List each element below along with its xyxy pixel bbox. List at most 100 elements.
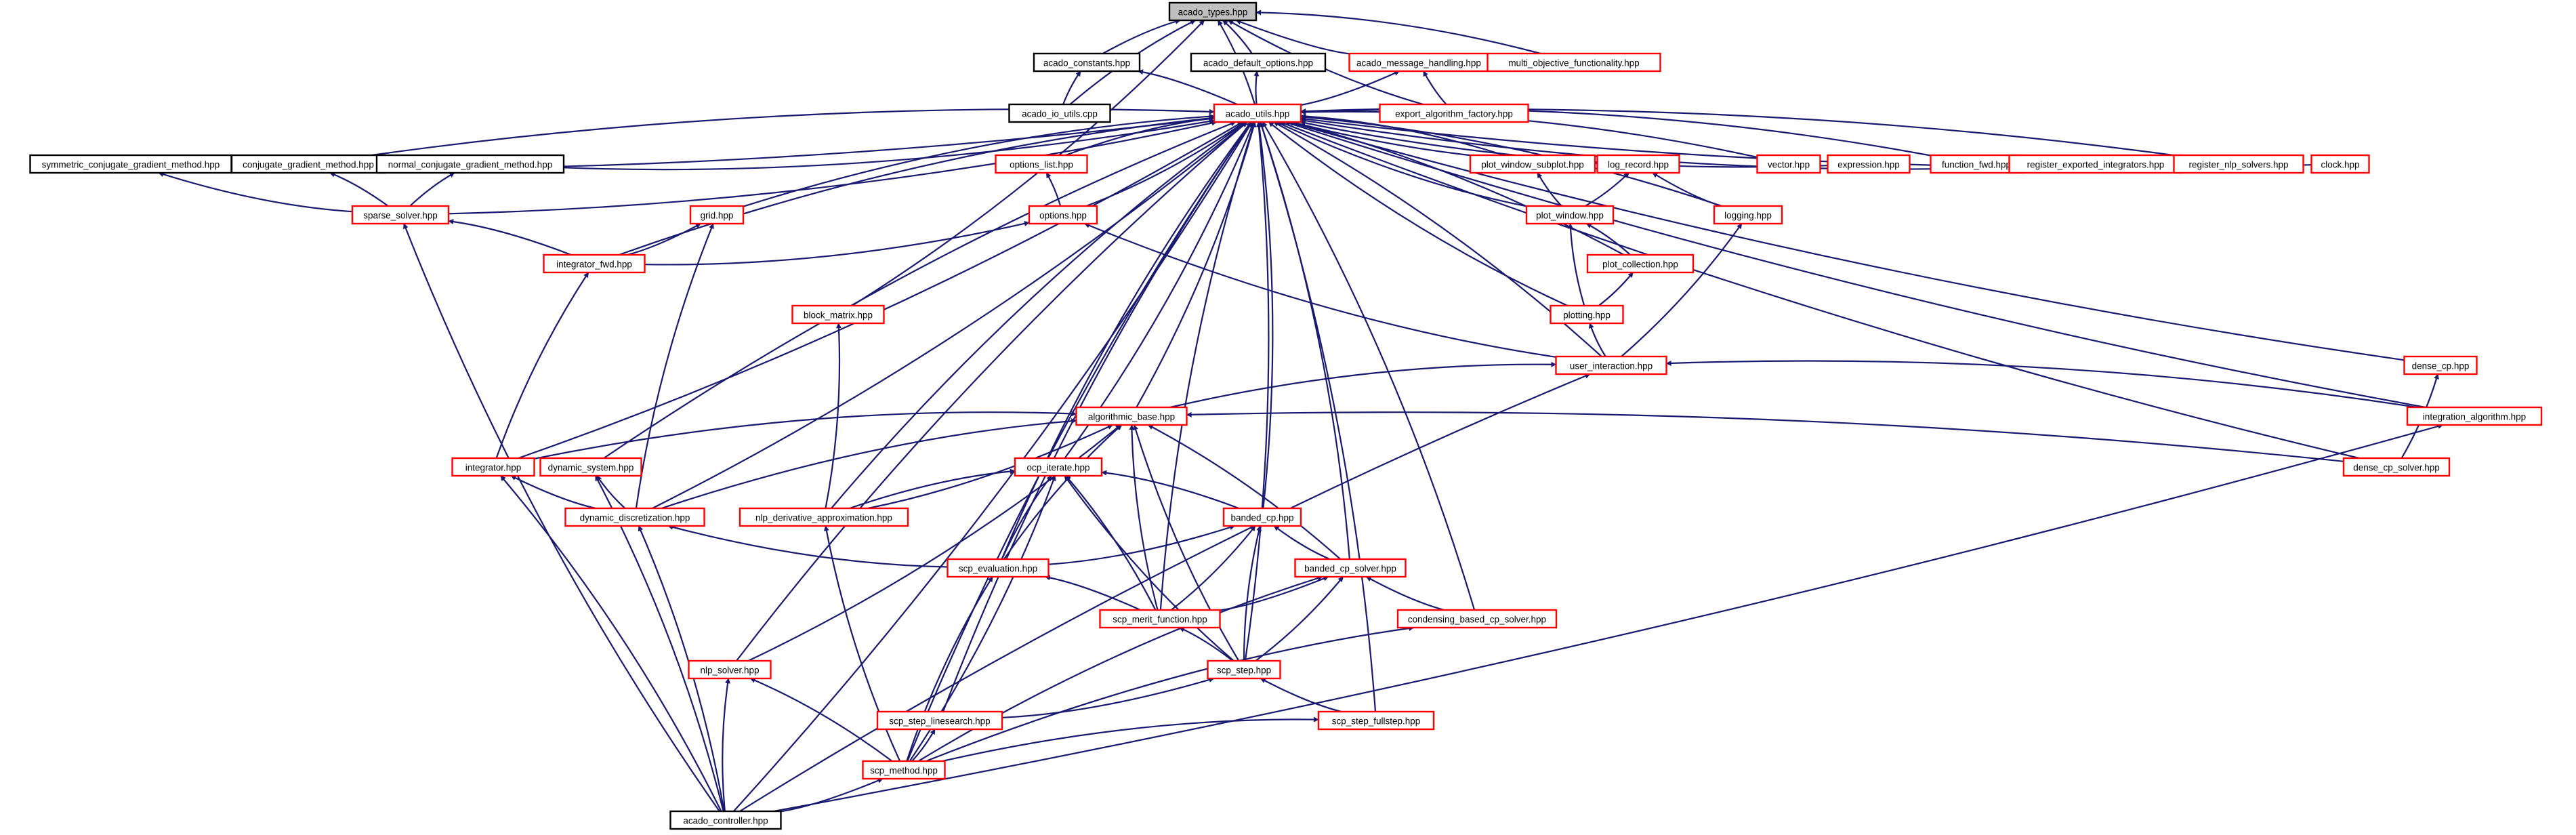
node-symmetric-cg[interactable]: symmetric_conjugate_gradient_method.hpp: [29, 154, 232, 174]
node-logging[interactable]: logging.hpp: [1713, 205, 1783, 225]
node-label: dynamic_system.hpp: [548, 463, 634, 473]
node-condensing-based-cp-solver[interactable]: condensing_based_cp_solver.hpp: [1396, 609, 1558, 629]
edge-plot-window-to-plot-window-subplot: [1537, 172, 1562, 207]
node-plot-collection[interactable]: plot_collection.hpp: [1586, 253, 1695, 274]
node-box: [1207, 659, 1281, 680]
node-dynamic-system[interactable]: dynamic_system.hpp: [539, 457, 642, 477]
node-dense-cp[interactable]: dense_cp.hpp: [2403, 355, 2478, 375]
node-label: integrator_fwd.hpp: [556, 260, 632, 270]
edge-acado-utils-to-acado-constants: [1138, 69, 1238, 106]
node-multi-objective-functionality[interactable]: multi_objective_functionality.hpp: [1487, 52, 1661, 73]
node-register-exported-integrators[interactable]: register_exported_integrators.hpp: [2008, 154, 2183, 174]
node-acado-controller[interactable]: acado_controller.hpp: [669, 810, 782, 830]
node-options[interactable]: options.hpp: [1028, 205, 1098, 225]
node-conjugate-gradient[interactable]: conjugate_gradient_method.hpp: [230, 154, 386, 174]
node-label: plotting.hpp: [1563, 310, 1611, 321]
edge-algorithmic-base-to-user-interaction: [1169, 361, 1557, 409]
edge-plotting-to-acado-utils: [1268, 121, 1569, 307]
node-label: plot_window_subplot.hpp: [1481, 160, 1584, 170]
node-integrator-fwd[interactable]: integrator_fwd.hpp: [543, 253, 646, 274]
node-register-nlp-solvers[interactable]: register_nlp_solvers.hpp: [2173, 154, 2304, 174]
node-box: [1756, 154, 1821, 174]
node-box: [1213, 103, 1302, 123]
node-box: [689, 205, 745, 225]
node-box: [2342, 457, 2451, 477]
node-options-list[interactable]: options_list.hpp: [995, 154, 1088, 174]
edge-scp-merit-function-to-scp-evaluation: [1044, 575, 1141, 611]
node-label: acado_controller.hpp: [683, 816, 768, 826]
node-plotting[interactable]: plotting.hpp: [1550, 304, 1624, 325]
edge-scp-merit-function-to-algorithmic-base: [1129, 424, 1159, 611]
node-acado-constants[interactable]: acado_constants.hpp: [1033, 52, 1141, 73]
edge-block-matrix-to-acado-types: [852, 20, 1205, 306]
node-grid[interactable]: grid.hpp: [689, 205, 745, 225]
edge-scp-step-linesearch-to-scp-step: [1001, 677, 1215, 718]
node-nlp-derivative-approximation[interactable]: nlp_derivative_approximation.hpp: [739, 507, 909, 527]
edge-dynamic-discretization-to-algorithmic-base: [661, 418, 1077, 510]
node-label: ocp_iterate.hpp: [1026, 463, 1089, 473]
node-plot-window-subplot[interactable]: plot_window_subplot.hpp: [1469, 154, 1596, 174]
node-scp-evaluation[interactable]: scp_evaluation.hpp: [947, 558, 1050, 578]
node-sparse-solver[interactable]: sparse_solver.hpp: [351, 205, 450, 225]
node-integrator[interactable]: integrator.hpp: [451, 457, 535, 477]
edge-sparse-solver-to-acado-utils: [448, 120, 1218, 215]
dependency-edges: [158, 9, 2444, 813]
node-label: plot_collection.hpp: [1602, 260, 1678, 270]
edge-sparse-solver-to-normal-cg: [409, 172, 455, 207]
edge-acado-controller-to-integration-algorithm: [773, 424, 2444, 813]
node-scp-step-linesearch[interactable]: scp_step_linesearch.hpp: [876, 710, 1003, 731]
node-algorithmic-base[interactable]: algorithmic_base.hpp: [1075, 406, 1188, 426]
edge-acado-controller-to-acado-utils: [732, 121, 1253, 812]
node-box: [688, 659, 772, 680]
node-nlp-solver[interactable]: nlp_solver.hpp: [688, 659, 772, 680]
node-acado-utils[interactable]: acado_utils.hpp: [1213, 103, 1302, 123]
edge-scp-step-to-banded-cp: [1243, 525, 1262, 661]
edge-banded-cp-solver-to-algorithmic-base: [1147, 424, 1342, 560]
node-label: grid.hpp: [701, 211, 734, 221]
node-scp-step[interactable]: scp_step.hpp: [1207, 659, 1281, 680]
node-dynamic-discretization[interactable]: dynamic_discretization.hpp: [564, 507, 705, 527]
file-nodes: acado_types.hpp acado_constants.hpp acado_…: [29, 1, 2543, 830]
node-ocp-iterate[interactable]: ocp_iterate.hpp: [1014, 457, 1103, 477]
node-box: [543, 253, 646, 274]
node-box: [451, 457, 535, 477]
node-label: user_interaction.hpp: [1570, 361, 1653, 371]
node-label: options.hpp: [1039, 211, 1087, 221]
node-user-interaction[interactable]: user_interaction.hpp: [1555, 355, 1667, 375]
edge-dynamic-system-to-acado-utils: [603, 121, 1237, 459]
node-acado-default-options[interactable]: acado_default_options.hpp: [1190, 52, 1327, 73]
node-box: [1168, 1, 1258, 22]
node-expression[interactable]: expression.hpp: [1827, 154, 1911, 174]
node-box: [1075, 406, 1188, 426]
node-acado-types[interactable]: acado_types.hpp: [1168, 1, 1258, 22]
node-export-algorithm-factory[interactable]: export_algorithm_factory.hpp: [1379, 103, 1529, 123]
node-box: [1033, 52, 1141, 73]
node-integration-algorithm[interactable]: integration_algorithm.hpp: [2406, 406, 2543, 426]
edge-multi-objective-functionality-to-acado-types: [1255, 9, 1541, 55]
node-box: [539, 457, 642, 477]
node-scp-merit-function[interactable]: scp_merit_function.hpp: [1099, 609, 1221, 629]
node-banded-cp-solver[interactable]: banded_cp_solver.hpp: [1294, 558, 1407, 578]
node-plot-window[interactable]: plot_window.hpp: [1525, 205, 1615, 225]
edge-scp-evaluation-to-algorithmic-base: [1003, 424, 1123, 560]
node-box: [1487, 52, 1661, 73]
node-function-fwd[interactable]: function_fwd.hpp: [1930, 154, 2023, 174]
node-dense-cp-solver[interactable]: dense_cp_solver.hpp: [2342, 457, 2451, 477]
node-block-matrix[interactable]: block_matrix.hpp: [791, 304, 885, 325]
node-box: [2008, 154, 2183, 174]
node-acado-message-handling[interactable]: acado_message_handling.hpp: [1348, 52, 1489, 73]
edge-scp-merit-function-to-acado-utils: [1159, 121, 1256, 611]
node-vector[interactable]: vector.hpp: [1756, 154, 1821, 174]
node-log-record[interactable]: log_record.hpp: [1596, 154, 1680, 174]
node-banded-cp[interactable]: banded_cp.hpp: [1222, 507, 1302, 527]
node-clock[interactable]: clock.hpp: [2310, 154, 2370, 174]
node-scp-step-fullstep[interactable]: scp_step_fullstep.hpp: [1317, 710, 1435, 731]
node-acado-io-utils[interactable]: acado_io_utils.cpp: [1008, 103, 1111, 123]
edge-dynamic-discretization-to-grid: [635, 223, 714, 509]
edge-export-algorithm-factory-to-acado-message-handling: [1422, 70, 1447, 105]
node-label: integrator.hpp: [465, 463, 522, 473]
node-scp-method[interactable]: scp_method.hpp: [862, 760, 946, 780]
node-label: options_list.hpp: [1010, 160, 1073, 170]
node-normal-cg[interactable]: normal_conjugate_gradient_method.hpp: [375, 154, 565, 174]
node-box: [1028, 205, 1098, 225]
